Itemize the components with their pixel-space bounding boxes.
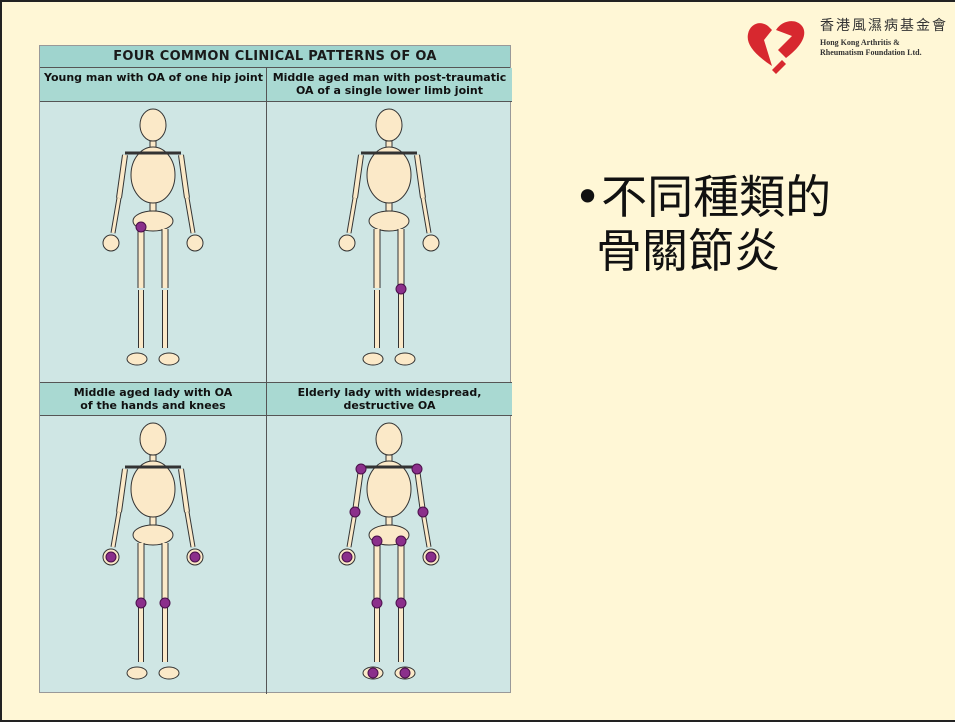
panel-caption-3: Middle aged lady with OA of the hands an… bbox=[40, 382, 266, 416]
right-foot bbox=[159, 353, 179, 365]
right-foot bbox=[395, 353, 415, 365]
foundation-logo: 香港風濕病基金會 Hong Kong Arthritis & Rheumatis… bbox=[742, 14, 954, 74]
affected-joint-footL bbox=[368, 668, 378, 678]
left-foot bbox=[127, 353, 147, 365]
right-hand bbox=[423, 235, 439, 251]
bullet-text: •不同種類的 骨關節炎 bbox=[574, 170, 944, 278]
skeleton-panel-2 bbox=[267, 103, 512, 381]
left-foot bbox=[127, 667, 147, 679]
ribcage bbox=[367, 147, 411, 203]
affected-joint-kneeR bbox=[136, 598, 146, 608]
pelvis bbox=[369, 211, 409, 231]
skeleton-panel-3 bbox=[40, 417, 266, 693]
left-hand bbox=[339, 235, 355, 251]
affected-joint-kneeL bbox=[396, 284, 406, 294]
skull bbox=[140, 423, 166, 455]
caption-2-line2: OA of a single lower limb joint bbox=[267, 84, 512, 97]
caption-4-line2: destructive OA bbox=[267, 399, 512, 412]
logo-english-line2: Rheumatism Foundation Ltd. bbox=[820, 48, 922, 58]
skull bbox=[376, 423, 402, 455]
panel-caption-4: Elderly lady with widespread, destructiv… bbox=[267, 382, 512, 416]
affected-joint-handR bbox=[426, 552, 436, 562]
left-foot bbox=[363, 353, 383, 365]
affected-joint-kneeL bbox=[160, 598, 170, 608]
ribcage bbox=[131, 147, 175, 203]
affected-joint-hipR bbox=[136, 222, 146, 232]
skull bbox=[376, 109, 402, 141]
skeleton-panel-1 bbox=[40, 103, 266, 381]
ribcage bbox=[131, 461, 175, 517]
figure-title: FOUR COMMON CLINICAL PATTERNS OF OA bbox=[40, 46, 510, 68]
affected-joint-hipR bbox=[372, 536, 382, 546]
panel-caption-1: Young man with OA of one hip joint bbox=[40, 68, 266, 102]
left-hand bbox=[103, 235, 119, 251]
caption-1-line1: Young man with OA of one hip joint bbox=[44, 71, 266, 84]
affected-joint-footR bbox=[400, 668, 410, 678]
skeleton-panel-4 bbox=[267, 417, 512, 693]
logo-english-line1: Hong Kong Arthritis & bbox=[820, 38, 922, 48]
bullet-line-1: •不同種類的 bbox=[574, 170, 944, 224]
affected-joint-handR bbox=[190, 552, 200, 562]
right-foot bbox=[159, 667, 179, 679]
panel-caption-2: Middle aged man with post-traumatic OA o… bbox=[267, 68, 512, 102]
caption-3-line2: of the hands and knees bbox=[40, 399, 266, 412]
affected-joint-handL bbox=[106, 552, 116, 562]
logo-chinese-name: 香港風濕病基金會 bbox=[820, 18, 948, 34]
affected-joint-shoulderL bbox=[356, 464, 366, 474]
affected-joint-elbowL bbox=[350, 507, 360, 517]
bullet-line-2: 骨關節炎 bbox=[574, 224, 944, 278]
pelvis bbox=[133, 525, 173, 545]
caption-4-line1: Elderly lady with widespread, bbox=[267, 386, 512, 399]
caption-2-line1: Middle aged man with post-traumatic bbox=[267, 71, 512, 84]
affected-joint-kneeL bbox=[396, 598, 406, 608]
oa-patterns-figure: FOUR COMMON CLINICAL PATTERNS OF OA Youn… bbox=[39, 45, 511, 693]
logo-english-name: Hong Kong Arthritis & Rheumatism Foundat… bbox=[820, 38, 922, 58]
ribcage bbox=[367, 461, 411, 517]
right-hand bbox=[187, 235, 203, 251]
caption-3-line1: Middle aged lady with OA bbox=[40, 386, 266, 399]
skull bbox=[140, 109, 166, 141]
affected-joint-kneeR bbox=[372, 598, 382, 608]
heart-logo-icon bbox=[742, 14, 812, 74]
affected-joint-elbowR bbox=[418, 507, 428, 517]
affected-joint-shoulderR bbox=[412, 464, 422, 474]
affected-joint-hipL bbox=[396, 536, 406, 546]
affected-joint-handL bbox=[342, 552, 352, 562]
